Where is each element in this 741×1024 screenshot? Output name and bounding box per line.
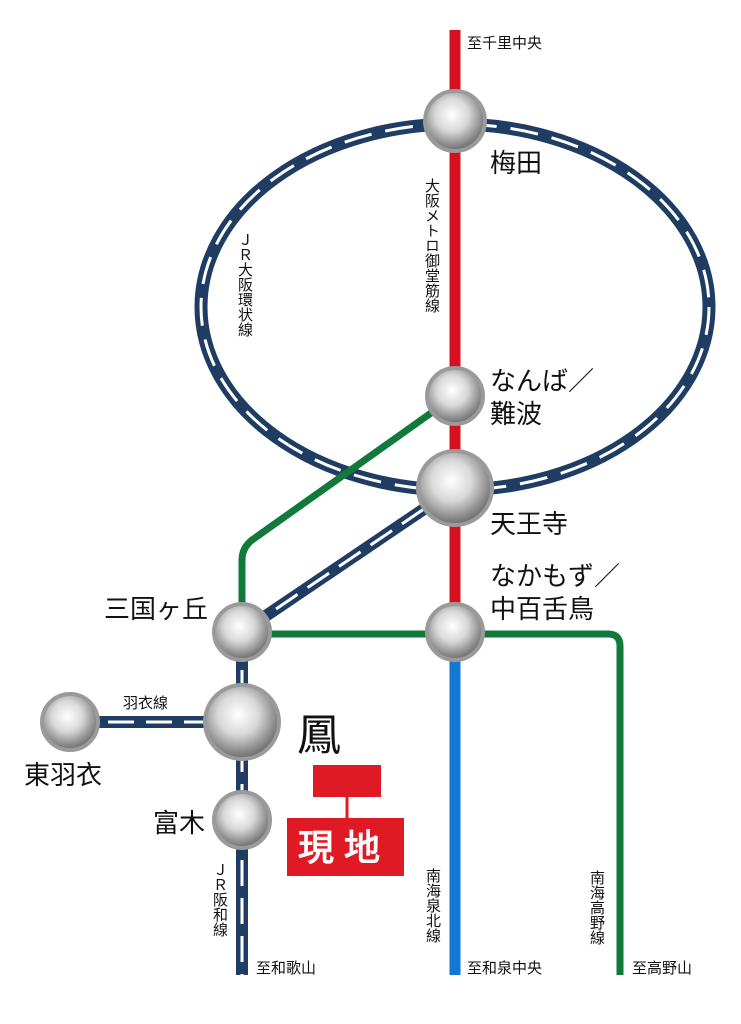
- site-marker: 現地: [287, 765, 404, 876]
- station-otori: [203, 683, 281, 761]
- station-nakamozu: [425, 602, 485, 662]
- label-higashihagoromo: 東羽衣: [24, 761, 102, 791]
- station-tennoji: [416, 449, 494, 527]
- terminal-izumichuo: 至和泉中央: [467, 959, 542, 977]
- terminal-senri: 至千里中央: [467, 34, 542, 52]
- label-namba-kanji: 難波: [490, 400, 542, 430]
- station-tomiki: [212, 790, 272, 850]
- label-tomiki: 富木: [153, 809, 205, 839]
- station-namba: [425, 366, 485, 426]
- label-jr-hanwa-line: ＪＲ阪和線: [211, 862, 229, 937]
- label-nakamozu-kana: なかもず／: [490, 562, 620, 592]
- station-higashihagoromo: [40, 692, 100, 752]
- label-umeda: 梅田: [490, 149, 542, 179]
- site-marker-label: 現地: [298, 828, 390, 869]
- label-semboku-line: 南海泉北線: [424, 868, 442, 943]
- label-jr-loop-line: ＪＲ大阪環状線: [236, 232, 254, 337]
- label-namba-kana: なんば／: [490, 367, 594, 397]
- terminal-wakayama: 至和歌山: [256, 959, 316, 977]
- label-nakamozu-kanji: 中百舌鳥: [490, 595, 594, 625]
- label-koya-line: 南海高野線: [588, 870, 606, 945]
- label-mikunigaoka: 三国ヶ丘: [104, 595, 208, 625]
- station-mikunigaoka: [212, 602, 272, 662]
- label-midosuji-line: 大阪メトロ御堂筋線: [423, 178, 441, 313]
- label-hagoromo-line: 羽衣線: [123, 694, 168, 712]
- nankai-koya-line: [238, 393, 624, 975]
- terminal-koyasan: 至高野山: [632, 959, 692, 977]
- label-otori: 鳳: [297, 710, 341, 761]
- label-tennoji: 天王寺: [490, 510, 568, 540]
- station-umeda: [423, 89, 487, 153]
